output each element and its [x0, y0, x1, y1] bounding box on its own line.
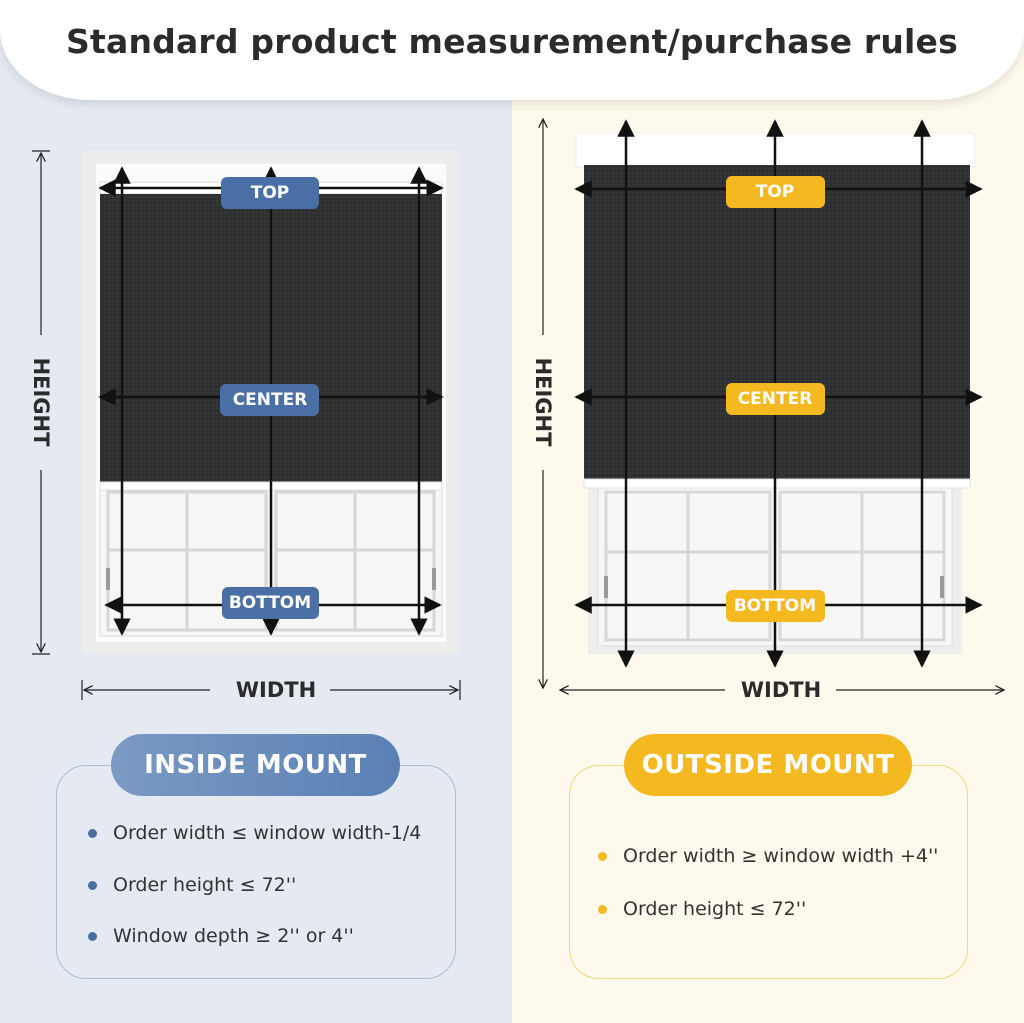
inside-rule-item: Order height ≤ 72'' — [88, 874, 296, 896]
bullet-icon — [88, 828, 97, 838]
outside-pill-bottom: BOTTOM — [726, 590, 825, 622]
outside-height-dimension: HEIGHT — [531, 119, 555, 688]
inside-mount-title: INSIDE MOUNT — [111, 734, 400, 796]
svg-text:TOP: TOP — [756, 182, 795, 202]
svg-text:TOP: TOP — [251, 183, 290, 203]
svg-text:CENTER: CENTER — [738, 389, 813, 409]
outside-rule-item: Order width ≥ window width +4'' — [598, 845, 938, 867]
outside-mount-card — [569, 765, 968, 979]
inside-pill-top: TOP — [221, 177, 319, 209]
outside-pill-center: CENTER — [726, 383, 825, 415]
title-card — [0, 0, 1024, 100]
bullet-icon — [598, 904, 607, 914]
bullet-icon — [598, 851, 607, 861]
outside-height-label: HEIGHT — [531, 358, 555, 448]
svg-text:BOTTOM: BOTTOM — [734, 596, 816, 616]
inside-width-dimension: WIDTH — [81, 678, 461, 702]
bullet-icon — [88, 880, 97, 890]
inside-pill-center: CENTER — [220, 384, 319, 416]
outside-width-dimension: WIDTH — [560, 678, 1004, 702]
inside-rule-item: Window depth ≥ 2'' or 4'' — [88, 925, 354, 947]
svg-text:CENTER: CENTER — [233, 390, 308, 410]
page-title: Standard product measurement/purchase ru… — [66, 22, 958, 61]
outside-rule-text: Order height ≤ 72'' — [623, 898, 807, 920]
outside-rule-text: Order width ≥ window width +4'' — [623, 845, 939, 867]
outside-width-label: WIDTH — [741, 678, 821, 702]
inside-rule-text: Order width ≤ window width-1/4 — [113, 822, 422, 844]
inside-width-label: WIDTH — [236, 678, 316, 702]
inside-pill-bottom: BOTTOM — [222, 587, 319, 619]
inside-rule-text: Order height ≤ 72'' — [113, 874, 297, 896]
outside-pill-top: TOP — [726, 176, 825, 208]
inside-rule-text: Window depth ≥ 2'' or 4'' — [113, 925, 354, 947]
outside-rule-item: Order height ≤ 72'' — [598, 898, 806, 920]
bullet-icon — [88, 931, 97, 941]
inside-height-dimension: HEIGHT — [29, 150, 53, 655]
inside-height-label: HEIGHT — [29, 358, 53, 448]
svg-text:BOTTOM: BOTTOM — [229, 593, 311, 613]
outside-shade — [583, 165, 971, 489]
outside-mount-title: OUTSIDE MOUNT — [624, 734, 912, 796]
inside-rule-item: Order width ≤ window width-1/4 — [88, 822, 421, 844]
